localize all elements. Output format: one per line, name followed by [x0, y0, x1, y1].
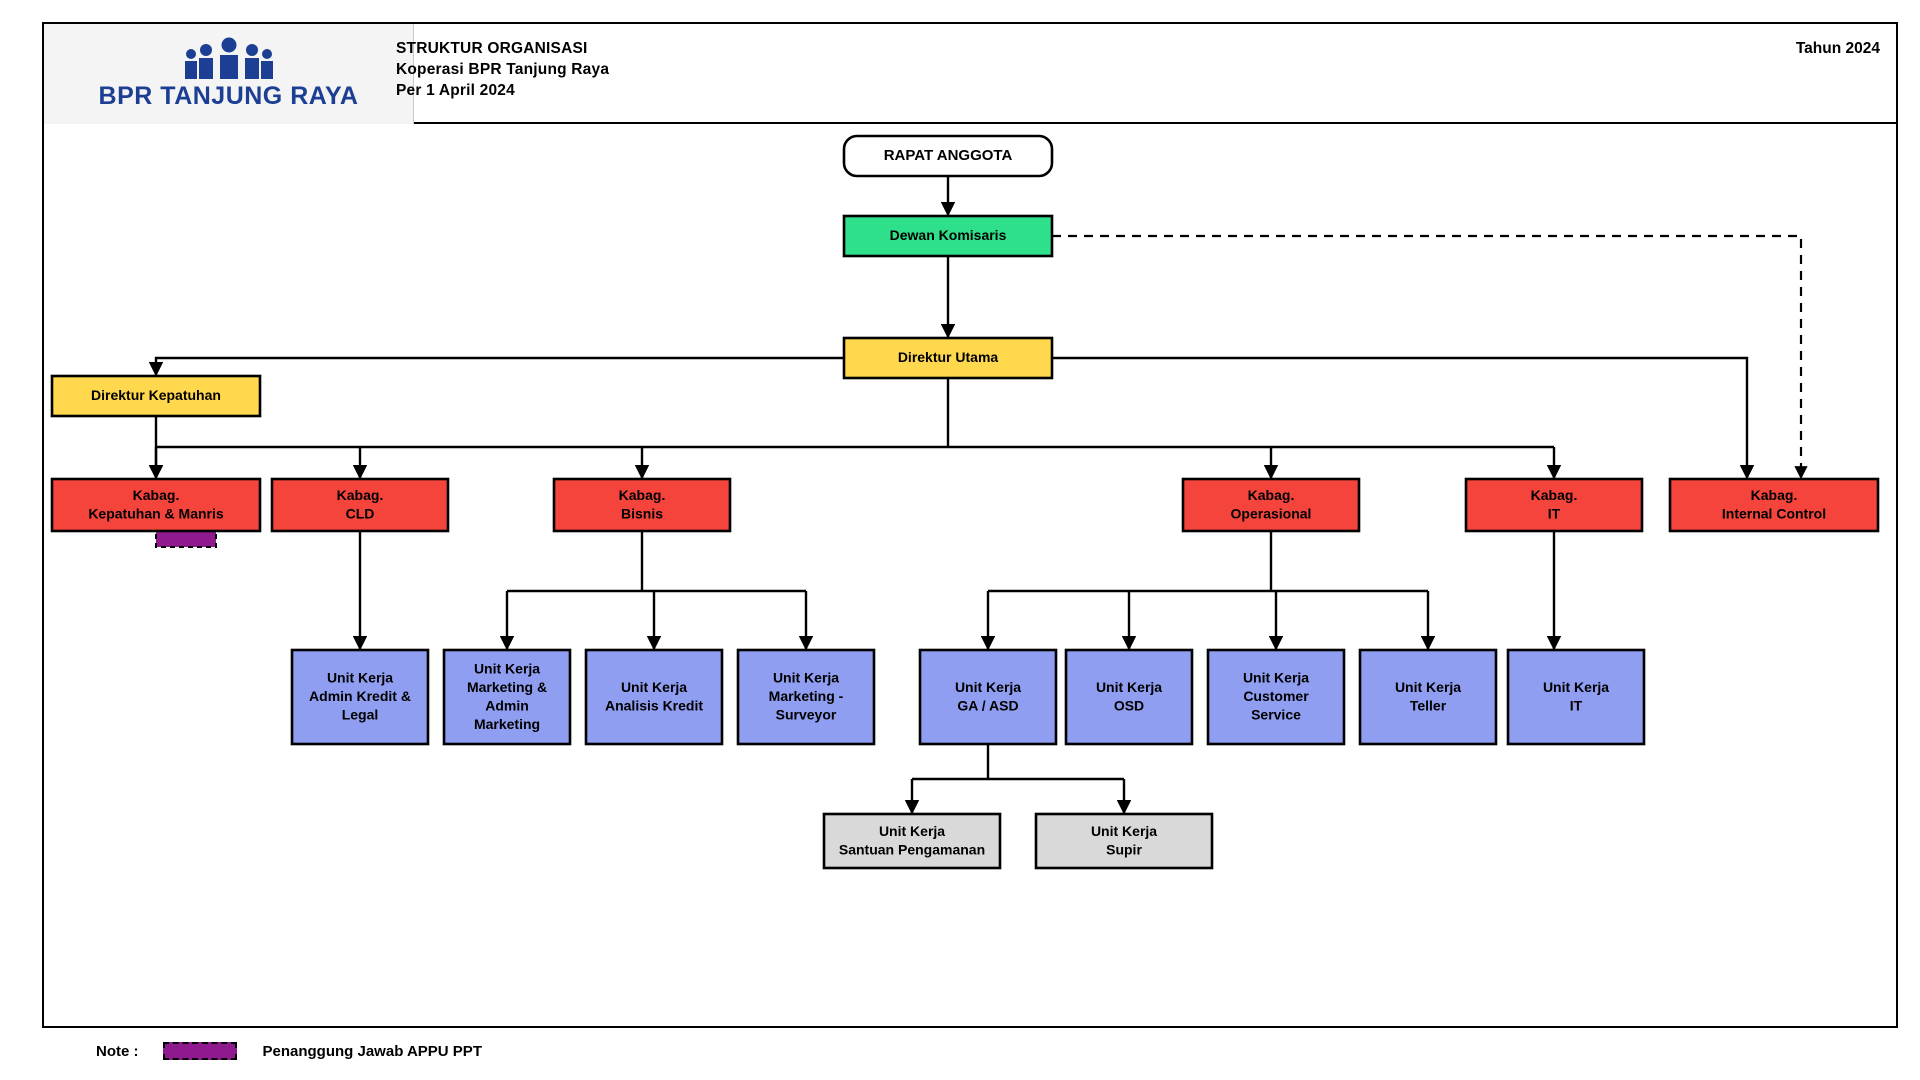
node-box[interactable] [50, 477, 262, 533]
node-label: Direktur Kepatuhan [91, 387, 221, 403]
node-box[interactable] [270, 477, 450, 533]
node-label: Kabag.Internal Control [1722, 486, 1826, 521]
node-box[interactable] [1034, 812, 1214, 870]
node-kb_cld[interactable]: Kabag.CLD [270, 477, 450, 533]
title-line-2: Koperasi BPR Tanjung Raya [396, 61, 610, 78]
title-line-3: Per 1 April 2024 [396, 82, 515, 99]
node-kb_it[interactable]: Kabag.IT [1464, 477, 1644, 533]
node-label: Dewan Komisaris [890, 227, 1007, 243]
node-kb_oper[interactable]: Kabag.Operasional [1181, 477, 1361, 533]
node-label: Kabag.Operasional [1231, 486, 1312, 521]
node-kb_bisnis[interactable]: Kabag.Bisnis [552, 477, 732, 533]
note-description: Penanggung Jawab APPU PPT [262, 1042, 482, 1060]
node-label: RAPAT ANGGOTA [884, 147, 1013, 164]
node-label: Direktur Utama [898, 349, 999, 365]
node-kb_intctl[interactable]: Kabag.Internal Control [1668, 477, 1880, 533]
node-rapat[interactable]: RAPAT ANGGOTA [842, 134, 1054, 178]
node-kb_kepat[interactable]: Kabag.Kepatuhan & Manris [50, 477, 262, 533]
node-box[interactable] [1506, 648, 1646, 746]
node-label: Kabag.IT [1531, 486, 1578, 521]
company-logo: BPR TANJUNG RAYA [44, 24, 414, 124]
note-color-swatch [162, 1042, 237, 1060]
node-box[interactable] [1206, 648, 1346, 746]
title-line-1: STRUKTUR ORGANISASI [396, 40, 588, 57]
node-box[interactable] [842, 134, 1054, 178]
appu-marker [155, 530, 217, 548]
node-box[interactable] [584, 648, 724, 746]
legend-note: Note : Penanggung Jawab APPU PPT [44, 1036, 1896, 1066]
node-dirkepat[interactable]: Direktur Kepatuhan [50, 374, 262, 418]
node-dirut[interactable]: Direktur Utama [842, 336, 1054, 380]
node-box[interactable] [442, 648, 572, 746]
node-box[interactable] [552, 477, 732, 533]
node-label: Kabag.Bisnis [619, 486, 666, 521]
node-komisaris[interactable]: Dewan Komisaris [842, 214, 1054, 258]
connector-layer [148, 176, 1808, 815]
node-label: Kabag.Kepatuhan & Manris [88, 486, 224, 521]
node-box[interactable] [1358, 648, 1498, 746]
people-group-icon [184, 37, 273, 79]
node-box[interactable] [822, 812, 1002, 870]
year-label: Tahun 2024 [1795, 40, 1880, 57]
node-box[interactable] [1668, 477, 1880, 533]
node-box[interactable] [736, 648, 876, 746]
marker-layer [155, 530, 217, 548]
node-box[interactable] [842, 336, 1054, 380]
connector [1052, 356, 1755, 480]
header-band [44, 24, 1896, 124]
node-box[interactable] [1464, 477, 1644, 533]
node-box[interactable] [1181, 477, 1361, 533]
node-box[interactable] [50, 374, 262, 418]
node-box[interactable] [290, 648, 430, 746]
document-title: STRUKTUR ORGANISASI Koperasi BPR Tanjung… [396, 38, 609, 101]
logo-wordmark: BPR TANJUNG RAYA [98, 82, 359, 110]
note-label: Note : [96, 1042, 139, 1060]
node-box[interactable] [918, 648, 1058, 746]
node-box[interactable] [1064, 648, 1194, 746]
node-label: Kabag.CLD [337, 486, 384, 521]
node-box[interactable] [842, 214, 1054, 258]
connector [148, 356, 844, 377]
